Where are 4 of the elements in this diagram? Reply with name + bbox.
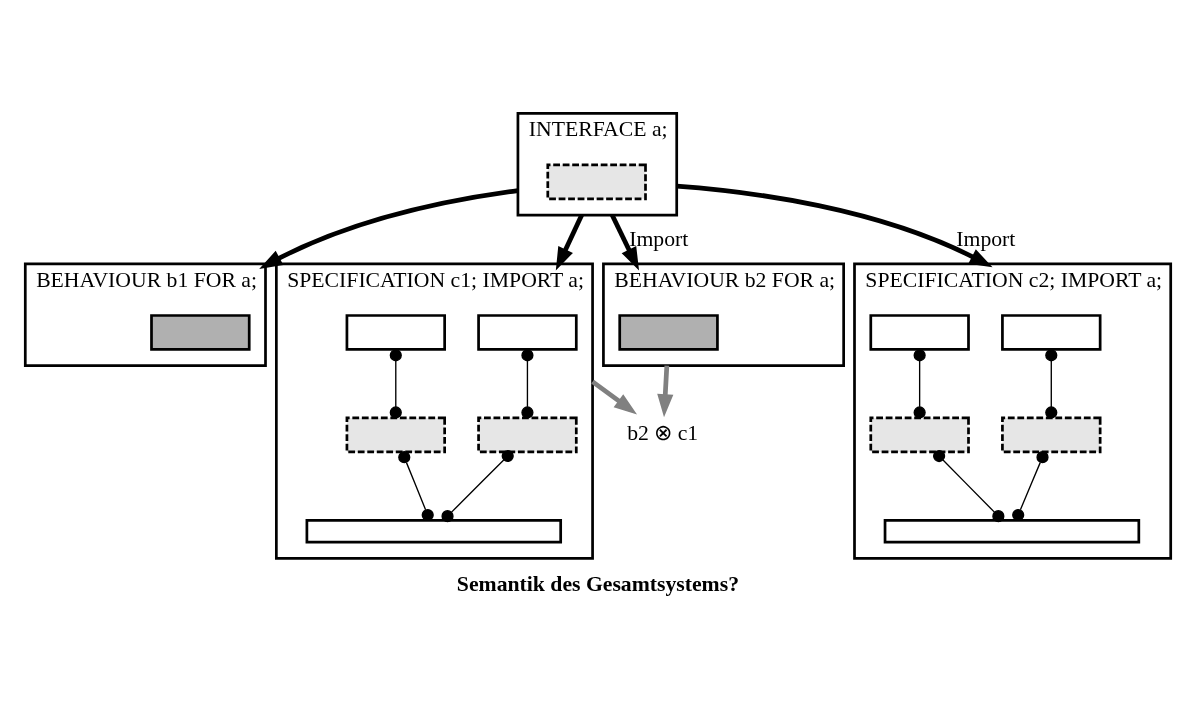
edge-label: Import [956, 226, 1016, 251]
caption: Semantik des Gesamtsystems? [456, 571, 739, 596]
edge-label: Import [629, 226, 689, 251]
node-text: b2 ⊗ c1 [627, 420, 699, 445]
